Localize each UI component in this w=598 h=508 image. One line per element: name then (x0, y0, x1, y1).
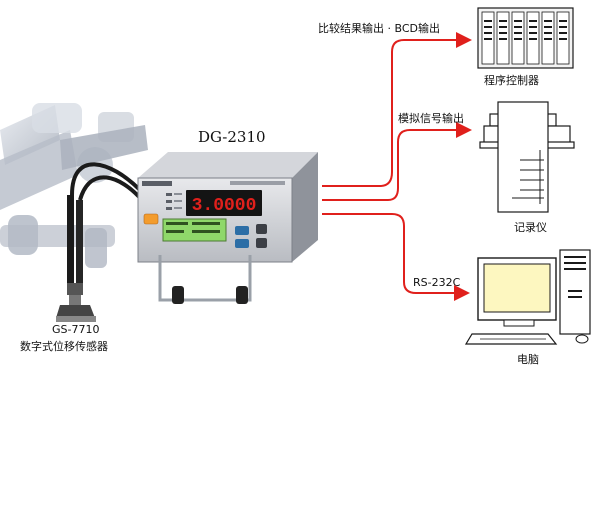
computer-icon (464, 249, 591, 345)
rs232c-label: RS-232C (413, 276, 461, 289)
plc-icon (477, 7, 574, 69)
recorder-label: 记录仪 (514, 221, 547, 234)
device-model-label: DG-2310 (198, 128, 266, 146)
analog-output-label: 模拟信号输出 (398, 112, 464, 125)
sensor-cable-2 (78, 175, 144, 202)
sensor-cable-1 (70, 162, 142, 196)
arrow-to-plc (322, 32, 472, 187)
sensor-model-label: GS-7710 (52, 323, 100, 336)
sensor-fixture (0, 103, 148, 322)
device-display-value: 3.0000 (192, 196, 257, 216)
plc-label: 程序控制器 (484, 74, 539, 87)
arrow-to-computer (322, 213, 470, 301)
connection-arrows (322, 32, 472, 301)
sensor-name-label: 数字式位移传感器 (20, 340, 108, 353)
arrow-to-recorder (322, 122, 472, 201)
dg-2310-device (137, 152, 318, 304)
recorder-icon (479, 101, 575, 213)
computer-label: 电脑 (517, 353, 539, 366)
bcd-output-label: 比较结果输出 · BCD输出 (318, 22, 440, 35)
